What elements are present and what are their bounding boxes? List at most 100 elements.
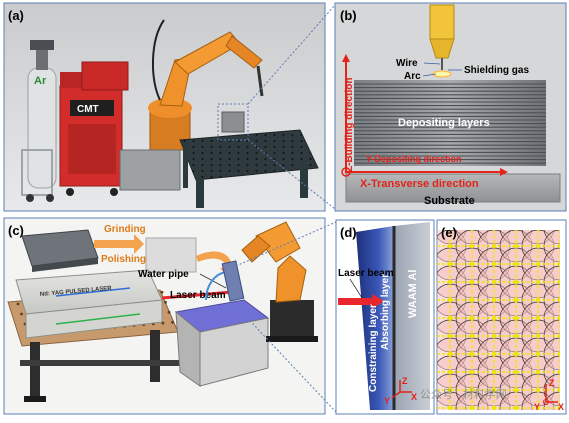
spot-center xyxy=(513,387,519,393)
spot-center xyxy=(469,333,475,339)
machine-brand: CMT xyxy=(77,104,99,115)
spot-center xyxy=(471,230,473,231)
constraining-layer-label: Constraining layer xyxy=(368,304,379,392)
spot-center xyxy=(557,387,560,393)
e-axis-y: Y xyxy=(534,402,540,412)
x-axis-label: X-Transverse direction xyxy=(360,178,479,190)
spot-center xyxy=(559,230,560,231)
x-axis-arrow xyxy=(500,168,508,176)
spot-center xyxy=(469,297,475,303)
work-table xyxy=(119,103,319,208)
spot-center xyxy=(513,405,519,410)
welding-torch xyxy=(429,4,455,78)
y-axis-origin xyxy=(341,167,351,177)
watermark: 公众号 · 材料学网 xyxy=(420,387,507,401)
spot-center xyxy=(491,333,497,339)
panel-b: (b) Wire Arc Shielding gas Depositing la… xyxy=(334,2,567,212)
table-hole xyxy=(171,320,174,324)
spot-center xyxy=(557,333,560,339)
spot-center xyxy=(513,261,519,267)
d-axis-y: Y xyxy=(384,396,390,406)
spot-grid-lines xyxy=(437,230,560,410)
spot-center xyxy=(449,230,451,231)
grinding-label: Grinding xyxy=(104,224,146,235)
spot-center xyxy=(535,387,541,393)
spot-center xyxy=(469,351,475,357)
spot-center xyxy=(491,387,497,393)
arc-label: Arc xyxy=(404,71,421,82)
laser-device: Nd: YAG PULSED LASER xyxy=(15,269,163,339)
spot-center xyxy=(447,405,453,410)
y-axis-label: Y-Depositing direction xyxy=(366,154,462,164)
grinding-arrow xyxy=(94,234,144,254)
table-hole xyxy=(20,312,23,316)
spot-center xyxy=(535,333,541,339)
spot-center xyxy=(557,243,560,249)
gas-cylinder: Ar xyxy=(21,40,57,202)
waam-al-label: WAAM Al xyxy=(407,270,419,318)
spot-center xyxy=(491,243,497,249)
spot-center xyxy=(447,333,453,339)
spot-center xyxy=(491,315,497,321)
panel-c-label: (c) xyxy=(8,223,24,238)
spot-center xyxy=(513,333,519,339)
absorbing-layer-label: Absorbing layer xyxy=(380,274,391,350)
spot-center xyxy=(491,297,497,303)
panel-e: (e) Z X Y xyxy=(436,219,567,415)
panel-d-label: (d) xyxy=(340,225,357,240)
water-pipe xyxy=(205,271,227,301)
depositing-layers-label: Depositing layers xyxy=(398,117,490,129)
panel-a: (a) Ar CMT xyxy=(3,2,326,212)
e-axis-z: Z xyxy=(549,378,555,388)
spot-center xyxy=(537,230,539,231)
spot-center xyxy=(491,369,497,375)
spot-center xyxy=(557,279,560,285)
spot-center xyxy=(557,369,560,375)
laser-beam-d xyxy=(338,298,372,305)
polishing-label: Polishing xyxy=(101,254,146,265)
e-axis-x: X xyxy=(558,402,564,412)
spot-center xyxy=(513,297,519,303)
substrate-block xyxy=(345,173,561,203)
spot-centers xyxy=(447,230,560,410)
substrate-label: Substrate xyxy=(424,195,475,207)
panel-c: (c) Grinding Polishing Nd: YAG PULSED LA xyxy=(3,217,326,415)
water-tank xyxy=(174,299,270,387)
d-axis-x: X xyxy=(411,392,417,402)
spot-center xyxy=(535,297,541,303)
spot-center xyxy=(513,351,519,357)
spot-center xyxy=(447,351,453,357)
spot-center xyxy=(493,230,495,231)
table-hole xyxy=(164,300,167,304)
spot-center xyxy=(513,315,519,321)
waam-al-block xyxy=(394,222,430,410)
welding-machine: CMT xyxy=(59,61,129,196)
spot-center xyxy=(557,315,560,321)
spot-center xyxy=(535,279,541,285)
spot-center xyxy=(557,351,560,357)
spot-center xyxy=(513,279,519,285)
constraining-layer-block xyxy=(356,226,394,410)
shielding-gas-label: Shielding gas xyxy=(464,65,529,76)
spot-center xyxy=(491,405,497,410)
panel-d: (d) Laser beam Constraining layer Absorb… xyxy=(335,219,435,415)
spot-center xyxy=(469,369,475,375)
d-axis-z: Z xyxy=(402,376,408,386)
table-hole xyxy=(160,290,164,294)
cylinder-label: Ar xyxy=(34,75,47,87)
laser-spot xyxy=(543,230,560,245)
laser-beam-label-d: Laser beam xyxy=(338,268,394,279)
spot-center xyxy=(535,351,541,357)
spot-center xyxy=(535,315,541,321)
spot-center xyxy=(447,297,453,303)
spot-center xyxy=(535,261,541,267)
table-hole xyxy=(16,302,20,306)
spot-center xyxy=(557,297,560,303)
spot-center xyxy=(513,369,519,375)
z-axis-arrow xyxy=(342,54,350,62)
spot-center xyxy=(447,387,453,393)
spot-center xyxy=(557,405,560,410)
spot-center xyxy=(515,230,517,231)
panel-a-label: (a) xyxy=(8,8,24,23)
